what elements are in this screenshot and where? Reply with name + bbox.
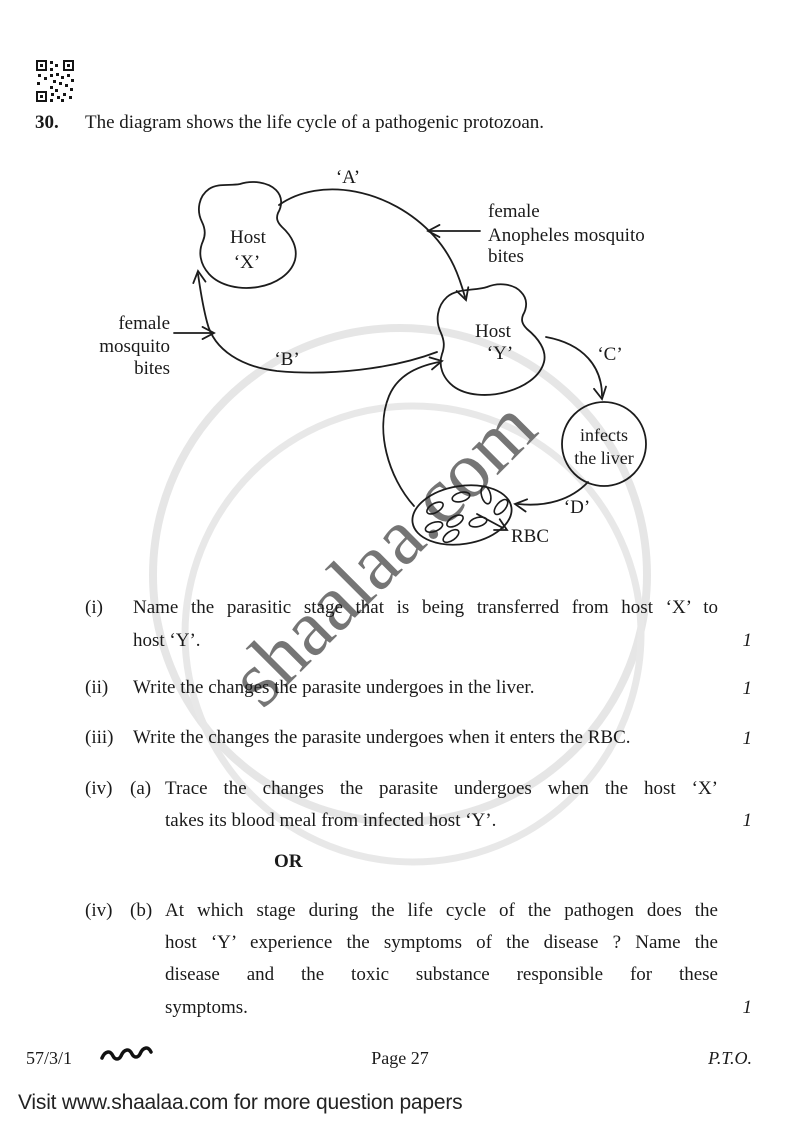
mosquito-note-arrow-head bbox=[201, 326, 216, 340]
host-x-blob bbox=[198, 181, 297, 289]
arrow-d-head bbox=[513, 498, 528, 513]
or-separator: OR bbox=[274, 851, 303, 872]
arrow-c-head bbox=[593, 385, 607, 401]
left-note-line3: bites bbox=[134, 358, 170, 379]
arrow-c bbox=[545, 336, 603, 397]
qr-code bbox=[36, 60, 74, 102]
subq-ivb-marks: 1 bbox=[742, 997, 753, 1018]
subq-i-marks: 1 bbox=[742, 630, 753, 651]
arrow-a bbox=[278, 188, 466, 298]
subq-ivb-line4: symptoms. bbox=[165, 997, 248, 1018]
stage-b-label: ‘B’ bbox=[274, 349, 299, 370]
rbc-inner-cells bbox=[424, 485, 509, 544]
subq-iii-label: (iii) bbox=[85, 727, 114, 748]
footer-pto: P.T.O. bbox=[708, 1048, 752, 1068]
left-note-line2: mosquito bbox=[99, 336, 170, 357]
subq-ivb-line2: host ‘Y’ experience the symptoms of the … bbox=[165, 932, 718, 953]
subq-ivb-label: (iv) bbox=[85, 900, 113, 921]
subq-ii-marks: 1 bbox=[742, 678, 753, 699]
footer-page-label: Page 27 bbox=[371, 1048, 429, 1068]
liver-circle bbox=[561, 401, 647, 487]
stage-d-label: ‘D’ bbox=[564, 497, 590, 518]
subq-iii-line1: Write the changes the parasite undergoes… bbox=[133, 727, 631, 748]
arrow-d bbox=[517, 481, 589, 506]
subq-ii-line1: Write the changes the parasite undergoes… bbox=[133, 677, 535, 698]
question-text: The diagram shows the life cycle of a pa… bbox=[85, 112, 544, 133]
subq-iva-line2: takes its blood meal from infected host … bbox=[165, 810, 497, 831]
stage-c-label: ‘C’ bbox=[597, 344, 622, 365]
watermark-inner-ring bbox=[181, 402, 645, 866]
rbc-pointer-line bbox=[476, 513, 504, 529]
footer-squiggle bbox=[100, 1046, 153, 1061]
subq-iva-marks: 1 bbox=[742, 810, 753, 831]
right-note-line3: bites bbox=[488, 246, 524, 267]
anopheles-note-arrow-head bbox=[426, 224, 441, 238]
arrow-rbc-to-host-y bbox=[382, 361, 440, 507]
life-cycle-diagram bbox=[173, 181, 647, 546]
arrow-a-head bbox=[455, 286, 470, 302]
rbc-pointer-head bbox=[493, 518, 509, 531]
subq-ivb-line3: disease and the toxic substance responsi… bbox=[165, 964, 718, 985]
liver-label-line2: the liver bbox=[574, 448, 633, 468]
arrow-b-head bbox=[192, 269, 207, 284]
host-x-label-line2: ‘X’ bbox=[234, 252, 260, 273]
subq-iva-label: (iv) bbox=[85, 778, 113, 799]
diagram-labels: Host ‘X’ Host ‘Y’ infects the liver RBC … bbox=[99, 167, 644, 547]
subq-i-label: (i) bbox=[85, 597, 103, 618]
host-y-blob bbox=[436, 283, 546, 396]
host-y-label-line2: ‘Y’ bbox=[487, 343, 513, 364]
stage-a-label: ‘A’ bbox=[336, 167, 360, 188]
liver-label-line1: infects bbox=[580, 425, 628, 445]
arrow-rbc-to-host-y-head bbox=[428, 356, 444, 371]
rbc-label: RBC bbox=[511, 526, 549, 547]
arrow-b bbox=[197, 273, 438, 374]
watermark-outer-ring bbox=[149, 324, 651, 826]
left-note-line1: female bbox=[118, 313, 170, 334]
rbc-cell-group bbox=[411, 484, 513, 546]
footer-paper-code: 57/3/1 bbox=[26, 1048, 73, 1068]
question-number: 30. bbox=[35, 112, 59, 133]
right-note-line2: Anopheles mosquito bbox=[488, 225, 645, 246]
bottom-site-note: Visit www.shaalaa.com for more question … bbox=[18, 1091, 463, 1114]
host-x-label-line1: Host bbox=[230, 227, 267, 248]
subq-iii-marks: 1 bbox=[742, 728, 753, 749]
subq-i-line2: host ‘Y’. bbox=[133, 630, 201, 651]
subq-ii-label: (ii) bbox=[85, 677, 109, 698]
right-note-line1: female bbox=[488, 201, 540, 222]
subq-iva-line1: Trace the changes the parasite undergoes… bbox=[165, 778, 718, 799]
subq-ivb-sublabel: (b) bbox=[130, 900, 153, 921]
host-y-label-line1: Host bbox=[475, 321, 512, 342]
subq-i-line1: Name the parasitic stage that is being t… bbox=[133, 597, 718, 618]
subq-iva-sublabel: (a) bbox=[130, 778, 152, 799]
subq-ivb-line1: At which stage during the life cycle of … bbox=[165, 900, 718, 921]
